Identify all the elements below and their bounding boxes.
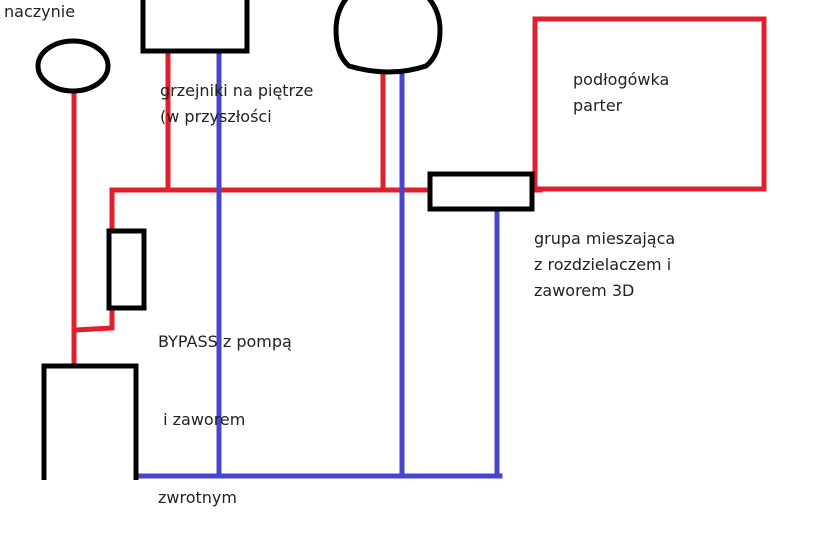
underfloor-heating-label: podłogówka parter: [573, 70, 670, 115]
return-pipes: [137, 53, 503, 479]
supply-pipe-bypass-to-boiler: [73, 305, 115, 333]
mixing-group-label: grupa mieszająca z rozdzielaczem i zawor…: [534, 229, 676, 300]
components: [35, 0, 535, 480]
mixing-group-box: [427, 171, 535, 212]
expansion-vessel-label: naczynie: [4, 2, 76, 21]
heating-diagram: [35, 0, 767, 480]
radiators-box: [140, 0, 250, 54]
bypass-label: BYPASS z pompą i zaworem zwrotnym: [158, 332, 292, 507]
radiators-label: grzejniki na piętrze (w przyszłości: [160, 81, 314, 126]
bypass-box: [106, 228, 147, 311]
hot-water-tank: [333, 0, 443, 75]
supply-pipes: [71, 53, 543, 367]
boiler-box: [41, 363, 139, 480]
expansion-vessel: [35, 38, 111, 94]
underfloor-heating-box: [532, 16, 767, 192]
